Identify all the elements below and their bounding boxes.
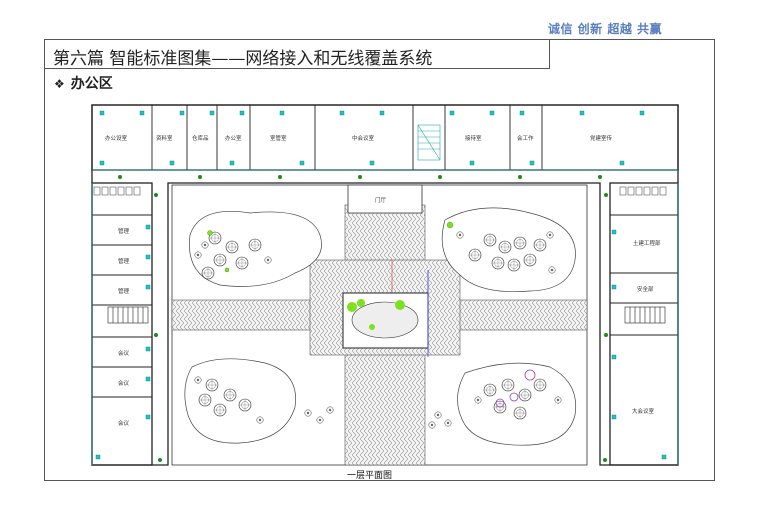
room-label: 管理 <box>118 287 130 295</box>
left-toilets <box>93 186 141 196</box>
room-label: 会工作 <box>517 134 534 142</box>
hall-label: 门厅 <box>375 196 387 204</box>
page-frame <box>44 39 715 481</box>
room-label: 大会议室 <box>632 407 655 415</box>
top-rooms <box>151 105 543 170</box>
room-label: 接待室 <box>465 134 482 142</box>
room-label: 办公设室 <box>105 134 128 142</box>
top-stair <box>417 124 441 161</box>
company-slogan: 诚信 创新 超越 共赢 <box>548 22 663 36</box>
room-label: 管理 <box>118 257 130 265</box>
right-room-labels: 土建工程部 安全部 大会议室 <box>632 239 661 415</box>
floor-plan: 办公设室 资料室 仓库品 办公室 室管室 中会议室 接待室 会工作 党建室传 管… <box>91 104 679 466</box>
room-label: 党建室传 <box>590 134 613 142</box>
page-title: 第六篇 智能标准图集——网络接入和无线覆盖系统 <box>53 49 433 69</box>
left-rooms <box>92 214 152 398</box>
network-links <box>91 169 679 465</box>
room-label: 室管室 <box>270 134 287 142</box>
title-box <box>44 39 550 69</box>
green-shrubs <box>207 221 454 273</box>
left-room-labels: 管理 管理 管理 会议 会议 会议 <box>118 227 130 427</box>
purple-trees <box>495 369 536 408</box>
room-label: 安全部 <box>637 285 654 293</box>
top-room-labels: 办公设室 资料室 仓库品 办公室 室管室 中会议室 接待室 会工作 党建室传 <box>105 134 613 142</box>
room-label: 中会议室 <box>352 134 375 142</box>
plan-caption: 一层平面图 <box>347 471 393 481</box>
room-label: 管理 <box>118 227 130 235</box>
room-label: 会议 <box>118 379 130 387</box>
network-access-points <box>95 110 667 460</box>
right-rooms <box>610 214 678 336</box>
diamond-bullet-icon: ❖ <box>54 77 65 91</box>
entrance-hall: 门厅 <box>347 184 423 214</box>
right-toilets <box>619 186 667 196</box>
room-label: 会议 <box>118 419 130 427</box>
room-label: 资料室 <box>156 134 173 142</box>
room-label: 办公室 <box>225 134 242 142</box>
room-label: 土建工程部 <box>633 239 661 247</box>
right-stair <box>624 306 666 324</box>
room-label: 会议 <box>118 349 130 357</box>
central-fountain <box>342 260 429 357</box>
wifi-markers <box>118 175 608 462</box>
left-stair <box>107 306 149 324</box>
section-label: 办公区 <box>70 76 113 92</box>
section-heading: ❖ 办公区 <box>54 73 113 93</box>
room-label: 仓库品 <box>192 134 209 142</box>
